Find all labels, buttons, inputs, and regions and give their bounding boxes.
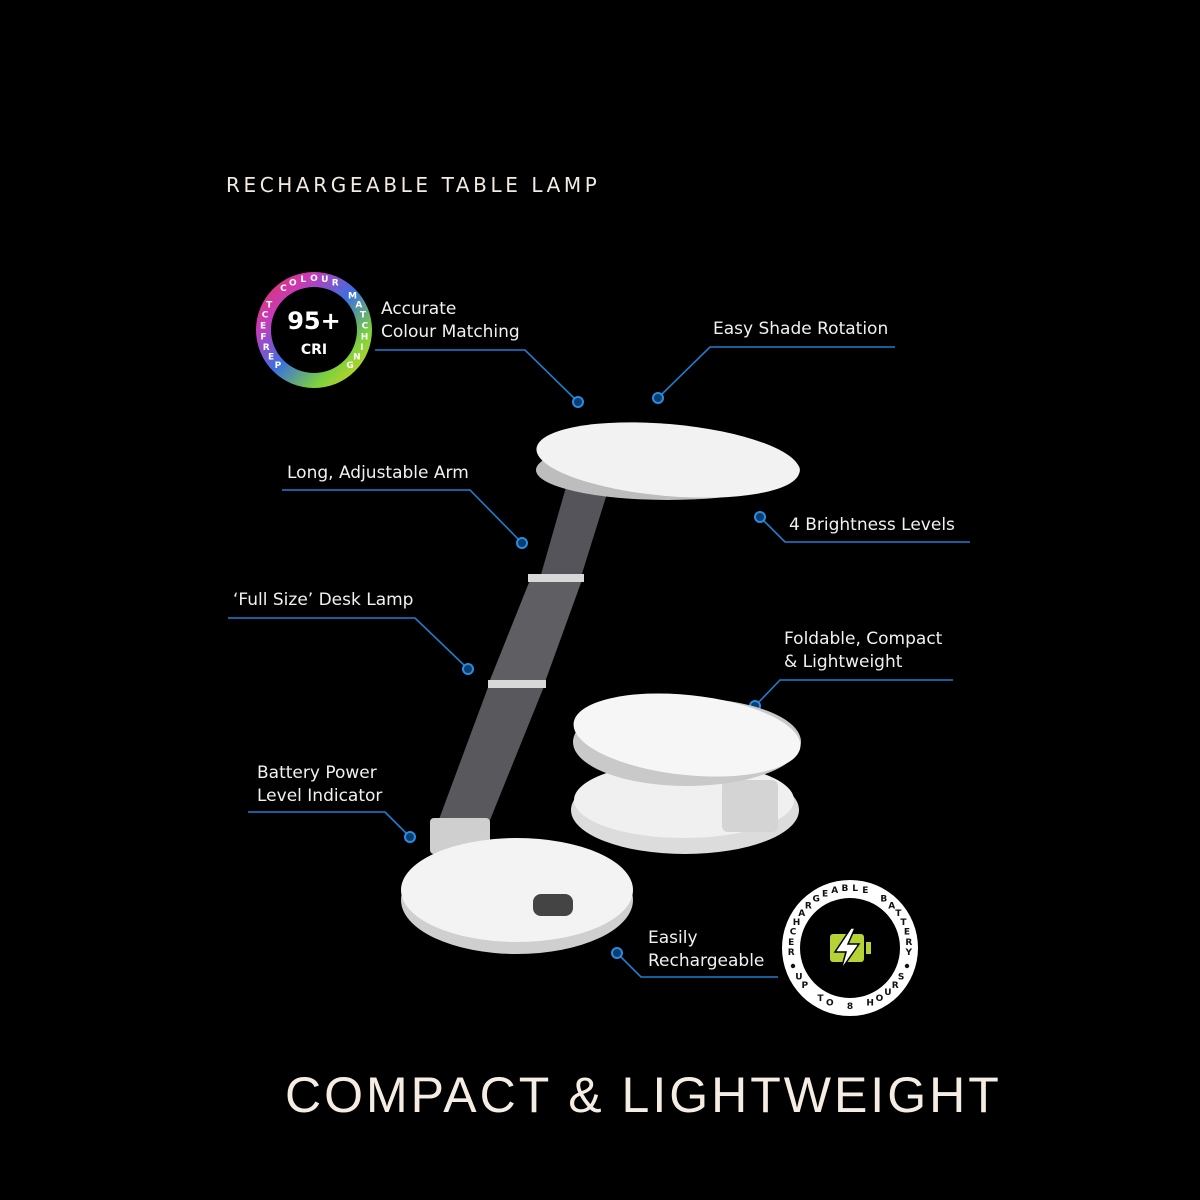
leader-rotation [659, 346, 895, 397]
ring-letter: O [289, 279, 297, 289]
ring-letter: A [798, 909, 805, 919]
ring-letter: Y [905, 948, 913, 958]
ring-letter: M [348, 292, 357, 302]
callout-line: Colour Matching [381, 322, 520, 342]
callout-foldable: Foldable, Compact & Lightweight [784, 628, 942, 674]
ring-letter: O [826, 998, 834, 1008]
ring-letter: U [321, 275, 328, 285]
ring-letter: G [346, 361, 353, 371]
lightning-icon [833, 927, 861, 971]
ring-letter: T [266, 301, 273, 311]
callout-line: & Lightweight [784, 652, 903, 672]
page-title: RECHARGEABLE TABLE LAMP [226, 173, 601, 197]
ring-letter: T [900, 918, 907, 928]
ring-letter: T [895, 909, 902, 919]
leader-recharge [618, 954, 778, 978]
ring-letter: O [310, 274, 318, 284]
ring-letter: A [888, 901, 895, 911]
callout-line: Accurate [381, 299, 457, 319]
callout-fullsize: ‘Full Size’ Desk Lamp [233, 590, 414, 610]
ring-letter: T [817, 994, 824, 1004]
ring-letter: L [852, 884, 858, 894]
callout-line: Level Indicator [257, 786, 383, 806]
ring-letter: P [275, 361, 282, 371]
separator-dot [790, 963, 796, 969]
leader-fullsize [228, 617, 467, 668]
cri-value: 95+ [287, 307, 341, 335]
callout-colour: Accurate Colour Matching [381, 298, 520, 344]
ring-letter: I [360, 343, 363, 353]
dot [652, 392, 664, 404]
ring-letter: R [892, 981, 899, 991]
callout-brightness: 4 Brightness Levels [789, 515, 955, 535]
ring-letter: T [360, 311, 367, 321]
leader-arm [282, 489, 521, 542]
dot [404, 831, 416, 843]
callout-rotation: Easy Shade Rotation [713, 319, 889, 339]
ring-letter: B [841, 884, 848, 894]
ring-letter: N [353, 353, 361, 363]
ring-letter: R [905, 938, 912, 948]
ring-letter: P [801, 981, 808, 991]
lamp-illustration [401, 422, 801, 954]
ring-letter: E [822, 890, 828, 900]
ring-letter: A [355, 301, 362, 311]
callout-line: Battery Power [257, 763, 377, 783]
cri-unit: CRI [301, 342, 327, 358]
callout-battery: Battery Power Level Indicator [257, 762, 382, 808]
ring-letter: R [263, 343, 270, 353]
dot [572, 396, 584, 408]
callout-line: Rechargeable [648, 951, 765, 971]
ring-letter: E [862, 886, 868, 896]
ring-letter: R [805, 901, 812, 911]
ring-letter: R [788, 948, 795, 958]
tagline: COMPACT & LIGHTWEIGHT [285, 1067, 1002, 1123]
callout-recharge: Easily Rechargeable [648, 927, 764, 973]
ring-letter: O [876, 994, 884, 1004]
ring-letter: R [332, 279, 339, 289]
leader-brightness [761, 518, 970, 543]
ring-letter: H [866, 998, 874, 1008]
ring-letter: E [788, 938, 794, 948]
callout-line: Foldable, Compact [784, 629, 943, 649]
separator-dot [904, 963, 910, 969]
ring-letter: C [790, 928, 797, 938]
dot [611, 947, 623, 959]
ring-letter: B [880, 895, 887, 905]
ring-letter: A [831, 886, 838, 896]
dot [754, 511, 766, 523]
dot [462, 663, 474, 675]
ring-letter: H [361, 332, 369, 342]
ring-letter: U [884, 988, 891, 998]
leader-battery [248, 811, 409, 836]
ring-letter: C [262, 311, 269, 321]
ring-letter: E [904, 928, 910, 938]
ring-letter: S [898, 973, 904, 983]
ring-letter: C [362, 321, 369, 331]
control-panel [533, 894, 573, 916]
ring-letter: E [268, 353, 274, 363]
ring-letter: H [793, 918, 801, 928]
ring-letter: U [795, 973, 802, 983]
ring-letter: 8 [847, 1002, 853, 1012]
ring-letter: G [813, 895, 820, 905]
callout-arm: Long, Adjustable Arm [287, 463, 469, 483]
leader-foldable [756, 679, 953, 705]
leader-colour [375, 349, 577, 401]
ring-letter: L [300, 275, 306, 285]
ring-letter: F [260, 332, 266, 342]
ring-letter: C [280, 284, 287, 294]
ring-letter: E [260, 321, 266, 331]
dot [516, 537, 528, 549]
callout-line: Easily [648, 928, 698, 948]
